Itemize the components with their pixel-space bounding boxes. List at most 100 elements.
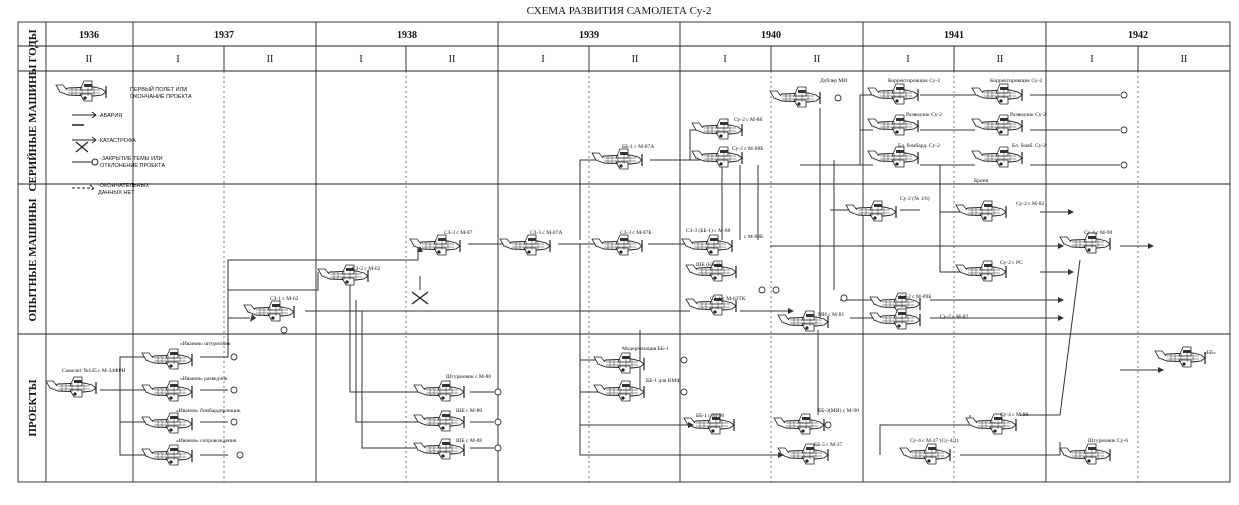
- plane-icon-bb: [1154, 346, 1206, 368]
- year-1941: 1941: [944, 30, 964, 41]
- plane-icon-sz3-bb1: [681, 234, 733, 256]
- year-1937: 1937: [214, 30, 234, 41]
- row-label-years: ГОДЫ: [27, 29, 39, 62]
- label-sz3-87: СЗ-3 с М-87: [444, 230, 473, 236]
- label-mi-81: МИ с М-81: [818, 312, 845, 318]
- half-year-dashes: [223, 71, 1139, 482]
- plane-icon-dubler: [769, 86, 821, 108]
- plane-icon-ivanov-shturm: [141, 348, 193, 370]
- closure-circles: [230, 91, 1128, 459]
- plane-icon-korr1: [867, 83, 919, 105]
- plane-icon-su4-90: [1059, 232, 1111, 254]
- label-su2-89b: Су-2 с М-89Б: [900, 294, 931, 300]
- aircraft-labels: Самолет №145 с М-34ФРН «Иванов» штурмови…: [62, 77, 1216, 448]
- label-sz2: СЗ-2 с М-62: [352, 266, 381, 272]
- label-sz1: СЗ-1 с М-62: [270, 296, 299, 302]
- legend-accident: -АВАРИЯ: [98, 113, 122, 119]
- half-3: I: [359, 54, 362, 65]
- half-1: I: [176, 54, 179, 65]
- label-shb80: ШБ с М-80: [456, 408, 482, 414]
- year-1942: 1942: [1128, 30, 1148, 41]
- row-label-serial: СЕРИЙНЫЕ МАШИНЫ: [27, 64, 39, 191]
- plane-icon-shturm42: [1059, 443, 1111, 465]
- arrow-heads: [250, 209, 1164, 458]
- no-data-arrow-icon: [72, 184, 95, 192]
- label-sz1-63tk: СЗ-1 с М-63ТК: [710, 296, 746, 302]
- half-10: II: [997, 54, 1004, 65]
- legend-plane-icon: [55, 80, 107, 102]
- row-label-projects: ПРОЕКТЫ: [27, 379, 39, 436]
- plane-icon-bb3mi: [773, 413, 825, 435]
- plane-icon-bb1-87a: [591, 148, 643, 170]
- label-shb88: ШБ с М-88: [456, 438, 482, 444]
- plane-icon-shturm80: [413, 380, 465, 402]
- plane-icon-su2-rs: [955, 260, 1007, 282]
- plane-icon-su2-82: [955, 200, 1007, 222]
- plane-icon-ivanov-razved: [141, 380, 193, 402]
- label-ivanov-shturm: «Иванов» штурмовик: [180, 341, 231, 347]
- plane-icon-su2-no16: [845, 200, 897, 222]
- plane-icon-su4-37: [899, 443, 951, 465]
- plane-icon-shb80: [413, 410, 465, 432]
- label-shturm80: Штурмовик с М-80: [446, 374, 491, 380]
- label-korr1: Корректировщик Су-2: [888, 78, 940, 84]
- label-su2-no16: Су-2 (№ 1/6): [900, 195, 930, 202]
- plane-icon-ivanov-bomb: [141, 412, 193, 434]
- label-bronya: Броня: [974, 178, 989, 184]
- closed-circle-icon: [91, 158, 99, 166]
- year-1938: 1938: [397, 30, 417, 41]
- label-sz3-bb1: СЗ-3 (ББ-1) с М-88: [686, 227, 731, 234]
- chart-title: СХЕМА РАЗВИТИЯ САМОЛЕТА Су-2: [527, 5, 712, 17]
- half-2: II: [267, 54, 274, 65]
- plane-icon-145: [45, 376, 97, 398]
- plane-icon-bb1-vmf: [593, 380, 645, 402]
- label-ivanov-bomb: «Иванов» бомбардировщик: [176, 407, 241, 414]
- label-samolet145: Самолет №145 с М-34ФРН: [62, 368, 126, 374]
- row-label-prototype: ОПЫТНЫЕ МАШИНЫ: [27, 198, 39, 321]
- label-bb5-37: ББ-5 с М-37: [814, 442, 843, 448]
- plane-icon-ivanov-sopr: [141, 444, 193, 466]
- label-m88b: с М-88Б: [744, 234, 763, 240]
- half-6: II: [632, 54, 639, 65]
- plane-icon-sz3-87a: [499, 234, 551, 256]
- label-bb1-87a: ББ-1 с М-87А: [622, 144, 654, 150]
- plane-icon-su2-m82b: [869, 308, 921, 330]
- plane-icon-blbomb1: [867, 146, 919, 168]
- plane-icon-blbomb2: [971, 146, 1023, 168]
- label-bb: «ББ»: [1204, 350, 1216, 356]
- label-korr2: Корректировщик Су-2: [990, 78, 1042, 84]
- label-su2-88: Су-2 с М-88: [734, 117, 763, 123]
- label-su2-m82b: Су-2 с М-82: [940, 314, 969, 320]
- label-razved2: Разведчик Су-2: [1010, 112, 1046, 118]
- label-shturm42: Штурмовик Су-6: [1088, 438, 1128, 444]
- legend-crash: -КАТАСТРОФА: [98, 138, 136, 144]
- plane-icon-modern: [593, 352, 645, 374]
- plane-icon-razved1: [867, 114, 919, 136]
- label-bb3mi: ББ-3(МИ) с М-90: [818, 407, 859, 414]
- label-sz3-87b: СЗ-3 с М-87Б: [620, 230, 652, 236]
- plane-icon-razved2: [971, 114, 1023, 136]
- label-su2-rs: Су-2 с РС: [1000, 260, 1023, 266]
- label-ivanov-sopr: «Иванов» сопровождения: [176, 438, 237, 444]
- label-dubler: Дублер МИ: [820, 77, 847, 84]
- label-razved1: Разведчик Су-2: [906, 112, 942, 118]
- year-1939: 1939: [579, 30, 599, 41]
- half-12: II: [1181, 54, 1188, 65]
- label-modern: Модернизация ББ-1: [622, 346, 669, 352]
- label-su2-88b: Су-2 с М-88Б: [732, 146, 763, 152]
- half-4: II: [449, 54, 456, 65]
- label-bb1-vmf: ББ-1 для ВМФ: [646, 378, 681, 384]
- crash-cross-sz2: [411, 291, 429, 305]
- half-9: I: [906, 54, 909, 65]
- label-su4-90b: Су-4 с М-90: [1000, 412, 1029, 418]
- half-5: I: [541, 54, 544, 65]
- label-bb1-90: ББ-1 с М-90: [696, 413, 725, 419]
- connector-lines: [100, 94, 1160, 456]
- plane-icon-sz3-87b: [591, 234, 643, 256]
- label-shb-bb2: ШБ (ББ-2): [696, 261, 721, 268]
